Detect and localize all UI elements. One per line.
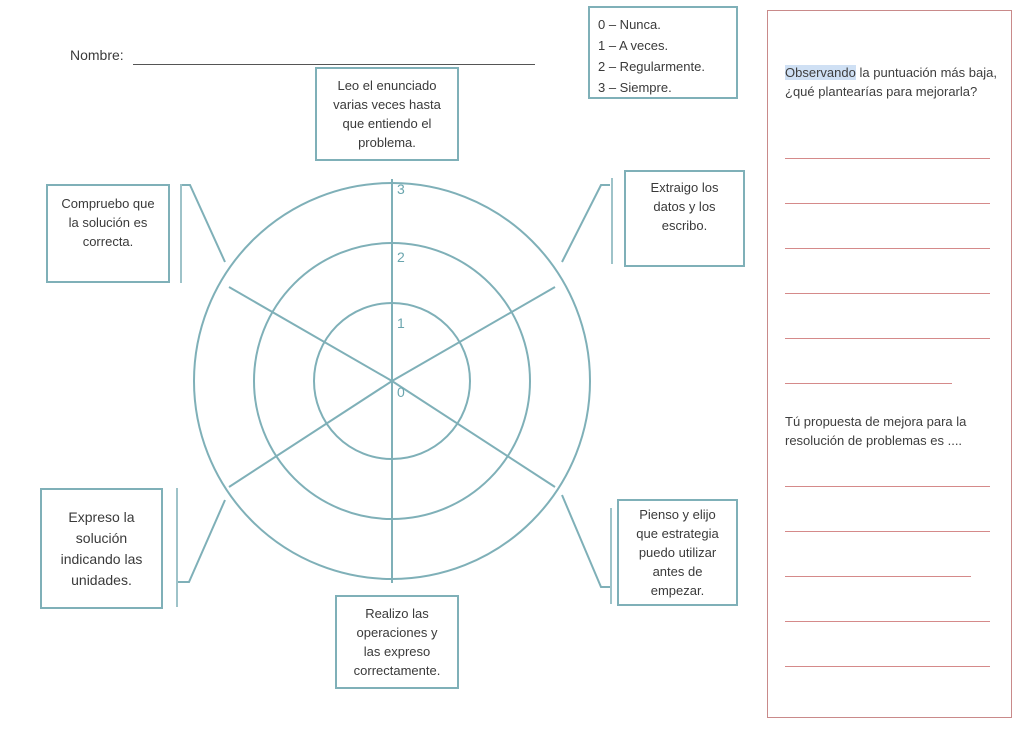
leader-line xyxy=(561,494,610,588)
tick-label: 0 xyxy=(397,384,405,400)
leader-line xyxy=(178,499,226,583)
answer-line[interactable] xyxy=(785,576,971,577)
legend-item: 0 – Nunca. xyxy=(598,17,661,32)
question-improve-lowest: Observando la puntuación más baja, ¿qué … xyxy=(785,65,997,99)
tick-label: 3 xyxy=(397,181,405,197)
step-extract: Extraigo los datos y los escribo. xyxy=(624,170,745,267)
answer-line[interactable] xyxy=(785,248,990,249)
step-operate: Realizo las operaciones y las expreso co… xyxy=(335,595,459,689)
step-check: Compruebo que la solución es correcta. xyxy=(46,184,170,283)
answer-line[interactable] xyxy=(785,203,990,204)
answer-line[interactable] xyxy=(785,338,990,339)
legend-item: 1 – A veces. xyxy=(598,38,669,53)
axis-spoke xyxy=(228,286,393,382)
legend-item: 3 – Siempre. xyxy=(598,80,672,95)
answer-line[interactable] xyxy=(785,666,990,667)
answer-line[interactable] xyxy=(785,486,990,487)
answer-line[interactable] xyxy=(785,158,990,159)
answer-line[interactable] xyxy=(785,621,990,622)
step-express: Expreso la solución indicando las unidad… xyxy=(40,488,163,609)
answer-line[interactable] xyxy=(785,531,990,532)
axis-spoke xyxy=(228,380,393,488)
step-read: Leo el enunciado varias veces hasta que … xyxy=(315,67,459,161)
reflection-panel: Observando la puntuación más baja, ¿qué … xyxy=(767,10,1012,718)
legend-item: 2 – Regularmente. xyxy=(598,59,705,74)
question-proposal: Tú propuesta de mejora para la resolució… xyxy=(785,414,967,448)
leader-line xyxy=(181,184,226,263)
step-strategy: Pienso y elijo que estrategia puedo util… xyxy=(617,499,738,606)
answer-line[interactable] xyxy=(785,293,990,294)
answer-line[interactable] xyxy=(785,383,952,384)
score-legend: 0 – Nunca. 1 – A veces. 2 – Regularmente… xyxy=(588,6,738,99)
leader-line xyxy=(561,184,610,263)
axis-spoke xyxy=(391,380,556,488)
name-label: Nombre: xyxy=(70,47,124,63)
axis-spoke xyxy=(391,286,556,382)
name-line[interactable] xyxy=(133,64,535,65)
tick-label: 2 xyxy=(397,249,405,265)
tick-label: 1 xyxy=(397,315,405,331)
